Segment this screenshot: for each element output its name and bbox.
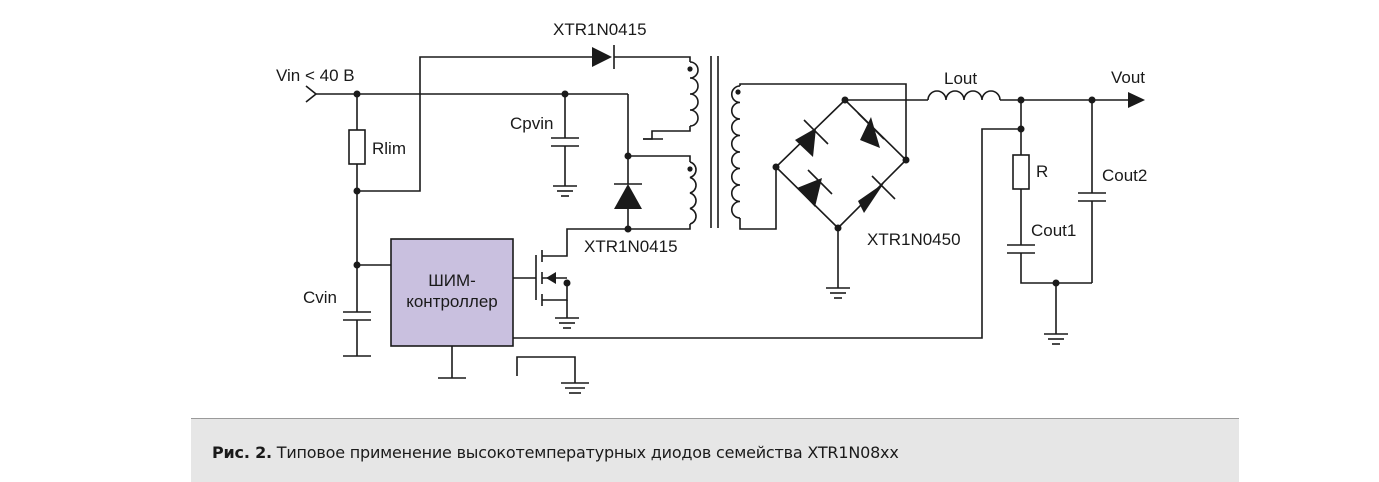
diode-mid: [614, 184, 642, 209]
transformer: [643, 56, 907, 230]
pwm-label-line2: контроллер: [406, 292, 498, 311]
pwm-controller-box: [390, 238, 514, 347]
bridge-diode-1: [795, 128, 816, 157]
label-lout: Lout: [944, 69, 977, 88]
inductor-lout: [845, 90, 1145, 108]
input-rail: [305, 85, 629, 156]
diode-top: [592, 47, 612, 67]
label-cvin: Cvin: [303, 288, 337, 307]
label-vout: Vout: [1111, 68, 1145, 87]
ground-icon: [555, 317, 579, 329]
capacitor-cpvin: [551, 94, 579, 197]
bridge-diode-4: [858, 183, 884, 213]
capacitor-cvin: [343, 264, 391, 357]
label-diode-mid: XTR1N0415: [584, 237, 678, 256]
middle-diode-branch: [566, 152, 691, 247]
figure-caption: Рис. 2. Типовое применение высокотемпера…: [212, 443, 899, 462]
top-diode-branch: [357, 45, 691, 192]
caption-text: Типовое применение высокотемпературных д…: [271, 443, 899, 462]
caption-bar: Рис. 2. Типовое применение высокотемпера…: [191, 418, 1239, 482]
controller-ground: [516, 356, 589, 394]
mosfet: [513, 247, 579, 329]
bridge-diode-3: [797, 178, 822, 207]
pwm-label-line1: ШИМ-: [428, 271, 476, 290]
bridge-diode-2: [860, 117, 880, 148]
label-cpvin: Cpvin: [510, 114, 553, 133]
label-diode-top: XTR1N0415: [553, 20, 647, 39]
pwm-controller: ШИМ- контроллер: [390, 238, 514, 379]
feedback-line: [513, 128, 1021, 339]
caption-prefix: Рис. 2.: [212, 443, 272, 462]
vout-arrow-icon: [1128, 92, 1145, 108]
circuit-schematic: ШИМ- контроллер Vin < 40 B XTR1N0: [276, 20, 1147, 394]
label-vin: Vin < 40 B: [276, 66, 355, 85]
ground-icon: [553, 185, 577, 197]
bridge-rectifier: [772, 96, 910, 299]
label-cout1: Cout1: [1031, 221, 1076, 240]
label-rlim: Rlim: [372, 139, 406, 158]
ground-icon: [826, 287, 850, 299]
label-cout2: Cout2: [1102, 166, 1147, 185]
ground-icon: [561, 382, 589, 394]
ground-icon: [1044, 333, 1068, 345]
label-r: R: [1036, 162, 1048, 181]
resistor-r: [1012, 100, 1030, 245]
capacitor-cout2: [1044, 100, 1106, 345]
resistor-rlim: [348, 94, 366, 269]
capacitor-cout1: [1007, 244, 1092, 284]
label-bridge: XTR1N0450: [867, 230, 961, 249]
